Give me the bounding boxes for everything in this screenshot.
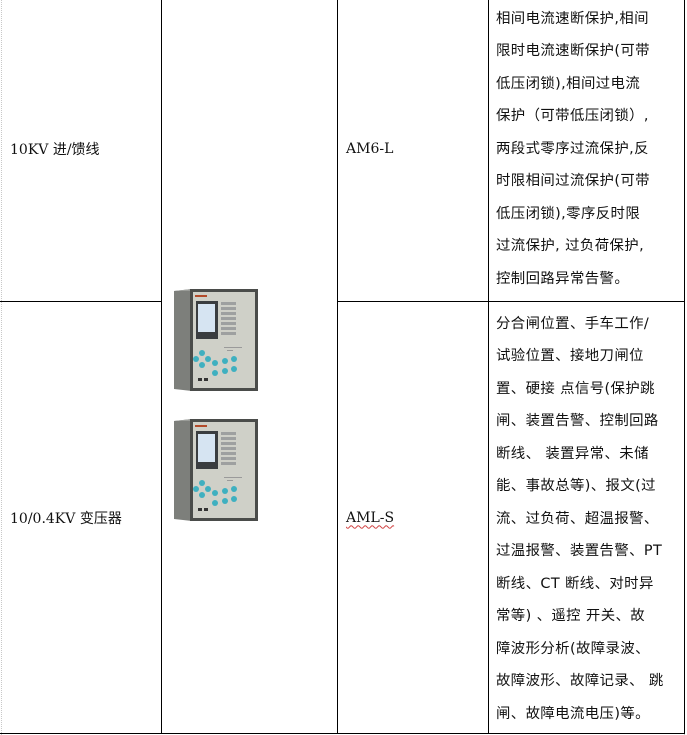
function-text-line: 过温报警、装置告警、PT <box>496 543 663 560</box>
function-text-line: 障波形分析(故障录波、 <box>496 640 650 657</box>
function-text-line: 相间电流速断保护,相间 <box>496 10 649 27</box>
function-text-line: 两段式零序过流保护,反 <box>496 140 649 157</box>
functions-cell: 分合闸位置、手车工作/ 试验位置、接地刀闸位 置、硬接 点信号(保护跳 闸、装置… <box>488 301 685 734</box>
function-text-line: 低压闭锁),零序反时限 <box>496 205 641 222</box>
model-cell: AML-S <box>337 301 489 734</box>
function-text-line: 置、硬接 点信号(保护跳 <box>496 380 655 397</box>
application-cell: 10/0.4KV 变压器 <box>0 301 162 734</box>
function-text-line: 闸、故障电流电压)等。 <box>496 705 650 722</box>
function-text-line: 分合闸位置、手车工作/ <box>496 315 650 332</box>
application-label: 10KV 进/馈线 <box>10 142 100 158</box>
model-cell: AM6-L <box>337 0 489 302</box>
relay-device-image <box>174 418 258 521</box>
model-label: AM6-L <box>346 141 394 157</box>
function-text-line: 故障波形、故障记录、 跳 <box>496 673 664 690</box>
device-image-cell <box>161 0 338 734</box>
functions-cell: 相间电流速断保护,相间 限时电流速断保护(可带 低压闭锁),相间过电流 保护（可… <box>488 0 685 302</box>
table-row: 10/0.4KV 变压器 AML-S 分合闸位置、手车工作/ 试验位置、接地刀闸… <box>0 301 685 734</box>
function-text-line: 能、事故总等)、报文(过 <box>496 478 656 495</box>
function-text-line: 低压闭锁),相间过电流 <box>496 75 641 92</box>
application-label: 10/0.4KV 变压器 <box>10 510 122 527</box>
function-text-line: 断线、 装置异常、未储 <box>496 445 649 462</box>
function-text-line: 限时电流速断保护(可带 <box>496 43 650 60</box>
function-text-line: 保护（可带低压闭锁）, <box>496 108 649 125</box>
relay-device-image <box>174 288 258 391</box>
function-text-line: 过流保护, 过负荷保护, <box>496 238 645 255</box>
function-text-line: 闸、装置告警、控制回路 <box>496 413 659 430</box>
function-text-line: 常等) 、遥控 开关、故 <box>496 608 646 625</box>
function-text-line: 断线、CT 断线、对时异 <box>496 575 654 592</box>
function-text-line: 流、过负荷、超温报警、 <box>496 510 659 527</box>
function-text-line: 试验位置、接地刀闸位 <box>496 348 644 365</box>
page-margin-right-guide <box>684 0 685 735</box>
function-text-line: 时限相间过流保护(可带 <box>496 173 650 190</box>
function-text-line: 控制回路异常告警。 <box>496 270 630 287</box>
application-cell: 10KV 进/馈线 <box>0 0 162 302</box>
model-label: AML-S <box>346 509 395 526</box>
